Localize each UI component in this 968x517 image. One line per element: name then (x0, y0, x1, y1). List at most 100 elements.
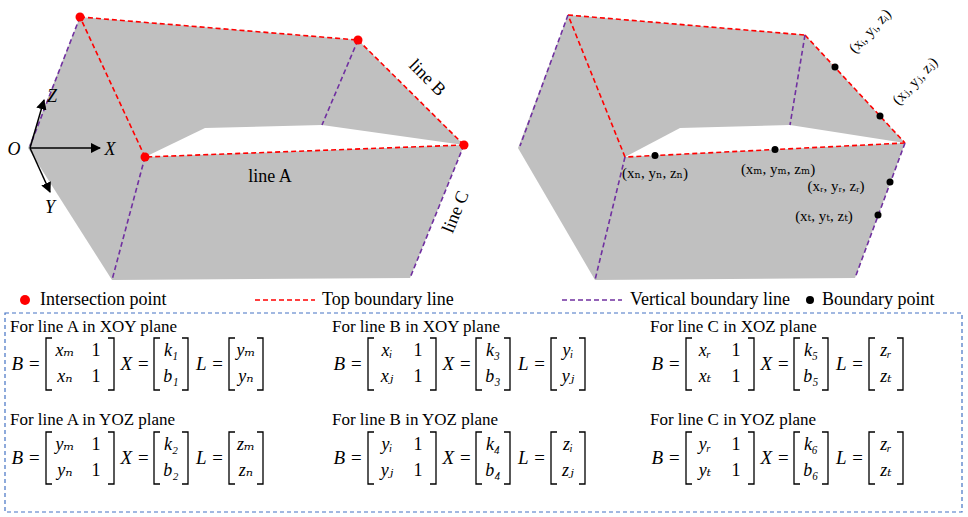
matrix-bracket (748, 338, 754, 390)
formula-text: 1 (92, 461, 101, 481)
formula-text: L = (518, 354, 546, 375)
matrix-bracket (229, 432, 235, 484)
figure-label: line A (248, 167, 292, 187)
formula-text: 1 (732, 341, 741, 361)
formula-text: B = (651, 354, 680, 375)
formula-text: b₁ (163, 367, 178, 387)
formula-text: yⱼ (381, 461, 394, 481)
formula-text: B = (333, 448, 362, 469)
matrix-bracket (551, 338, 557, 390)
formula-text: xₘ (55, 341, 74, 361)
figure-label: (xₜ, yₜ, zₜ) (795, 208, 853, 225)
figure-label: (xₙ, yₙ, zₙ) (622, 165, 688, 182)
formula-text: yₘ (236, 341, 255, 361)
legend-text: Boundary point (822, 290, 935, 310)
matrix-bracket (108, 338, 114, 390)
formula-text: For line C in YOZ plane (650, 411, 816, 430)
matrix-bracket (686, 432, 692, 484)
formula-text: xⱼ (381, 367, 394, 387)
matrix-bracket (257, 432, 263, 484)
formula-text: 1 (732, 435, 741, 455)
figure-label: Z (47, 87, 57, 107)
formula-text: b₂ (163, 461, 178, 481)
matrix-bracket (686, 338, 692, 390)
matrix-bracket (182, 432, 188, 484)
formula-text: yᵢ (382, 435, 393, 455)
matrix-bracket (579, 338, 585, 390)
figure-label: Y (45, 198, 55, 218)
matrix-bracket (182, 338, 188, 390)
formula-text: k₃ (486, 341, 500, 361)
matrix-bracket (504, 338, 510, 390)
figure-label: line C (439, 188, 474, 236)
formula-text: b₃ (485, 367, 500, 387)
matrix-bracket (579, 432, 585, 484)
formula-text: L = (196, 448, 224, 469)
matrix-bracket (46, 338, 52, 390)
matrix-bracket (368, 338, 374, 390)
matrix-bracket (748, 432, 754, 484)
formula-text: L = (836, 448, 864, 469)
matrix-bracket (46, 432, 52, 484)
formula-text: 1 (414, 461, 423, 481)
figure-label: (xᵣ, yᵣ, zᵣ) (808, 178, 865, 195)
legend-text: Top boundary line (322, 290, 454, 310)
matrix-bracket (229, 338, 235, 390)
formula-text: k₁ (164, 341, 178, 361)
formula-text: 1 (414, 435, 423, 455)
formula-text: b₅ (803, 367, 818, 387)
formula-text: zᵣ (880, 435, 891, 455)
formula-text: b₄ (485, 461, 500, 481)
formula-text: 1 (92, 341, 101, 361)
formula-text: For line B in YOZ plane (332, 411, 498, 430)
formula-text: 1 (414, 367, 423, 387)
matrix-bracket (430, 338, 436, 390)
matrix-bracket (368, 432, 374, 484)
legend-text: Vertical boundary line (630, 290, 790, 310)
formula-text: yₙ (238, 367, 253, 387)
formula-text: For line B in XOY plane (332, 318, 500, 337)
formula-text: L = (196, 354, 224, 375)
formula-text: X = (442, 448, 471, 469)
legend-text: Intersection point (40, 290, 166, 310)
matrix-bracket (551, 432, 557, 484)
matrix-bracket (108, 432, 114, 484)
matrix-bracket (897, 432, 903, 484)
box-right (518, 15, 905, 280)
formula-text: k₆ (804, 435, 818, 455)
formula-text: X = (760, 354, 789, 375)
formula-text: zₜ (880, 367, 891, 387)
matrix-bracket (504, 432, 510, 484)
figure-label: O (8, 140, 21, 160)
formula-text: 1 (732, 367, 741, 387)
matrix-bracket (430, 432, 436, 484)
formula-text: L = (836, 354, 864, 375)
formula-text: L = (518, 448, 546, 469)
matrix-bracket (154, 338, 160, 390)
matrix-bracket (257, 338, 263, 390)
matrix-bracket (476, 338, 482, 390)
formula-text: yₘ (55, 435, 74, 455)
formula-text: B = (11, 448, 40, 469)
formula-text: yⱼ (562, 367, 575, 387)
matrix-bracket (476, 432, 482, 484)
figure-label: X (105, 140, 116, 160)
box-left (28, 13, 469, 281)
formula-frame (5, 313, 962, 512)
matrix-bracket (822, 338, 828, 390)
formula-text: B = (333, 354, 362, 375)
formula-text: zₜ (880, 461, 891, 481)
formula-text: zᵣ (880, 341, 891, 361)
formula-text: 1 (92, 367, 101, 387)
formula-text: b₆ (803, 461, 818, 481)
matrix-bracket (897, 338, 903, 390)
formula-text: 1 (92, 435, 101, 455)
formula-text: B = (11, 354, 40, 375)
formula-text: yₜ (699, 461, 711, 481)
formula-text: B = (651, 448, 680, 469)
formula-text: xₙ (57, 367, 72, 387)
formula-text: k₅ (804, 341, 818, 361)
formula-text: zᵢ (563, 435, 573, 455)
matrix-bracket (822, 432, 828, 484)
